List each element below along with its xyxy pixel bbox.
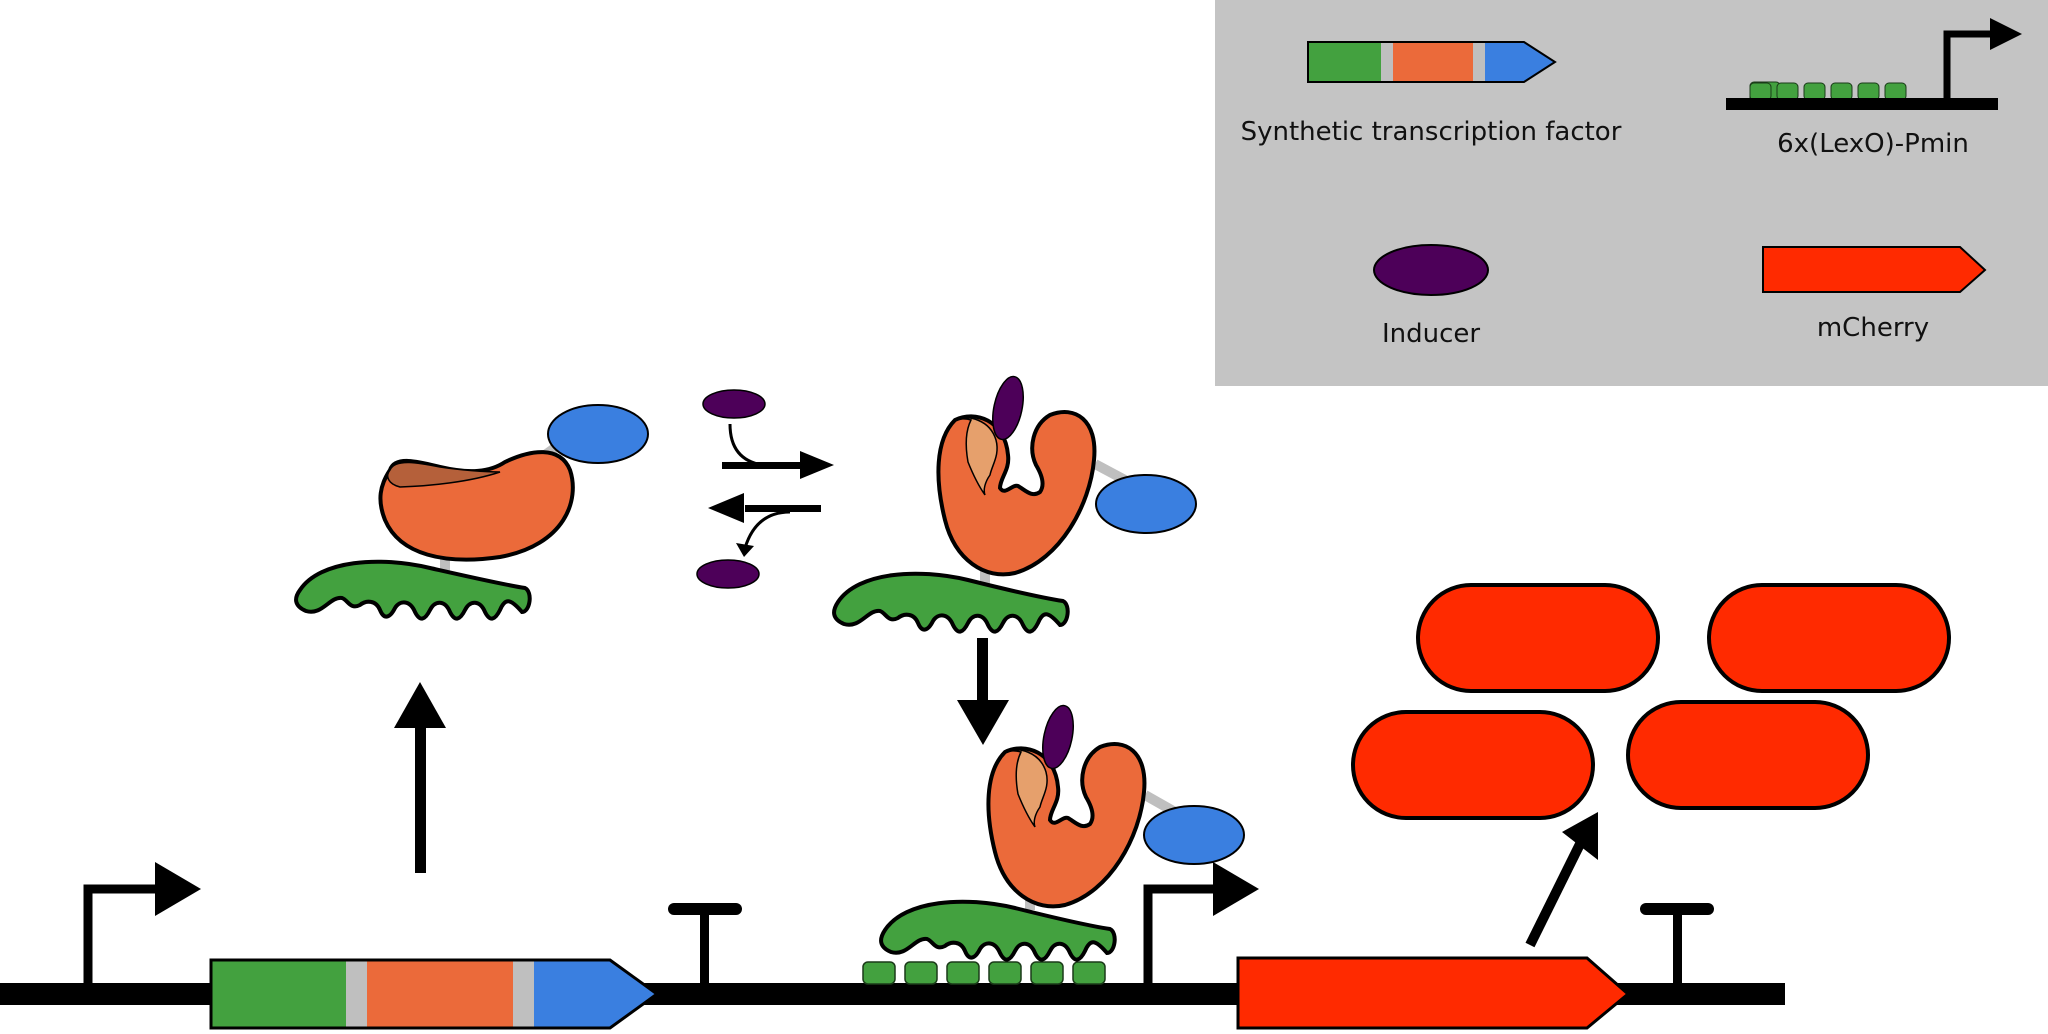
- ligand-pocket-open: [1004, 749, 1048, 828]
- inducer-free-top: [702, 389, 766, 419]
- legend-mcherry-icon: [1762, 246, 1987, 293]
- legend-synthetic-tf-label: Synthetic transcription factor: [1241, 117, 1622, 147]
- mcherry-protein: [1707, 583, 1951, 693]
- terminator-icon: [668, 903, 742, 988]
- dna-binding-domain: [832, 571, 1070, 634]
- ligand-binding-domain: [986, 742, 1147, 909]
- synthetic-tf-active: [832, 375, 1197, 634]
- ligand-pocket-open: [954, 417, 998, 496]
- activation-domain: [1095, 474, 1197, 534]
- legend-inducer-label: Inducer: [1382, 319, 1480, 349]
- bound-inducer: [992, 375, 1024, 441]
- synthetic-tf-bound: [879, 704, 1245, 962]
- binding-arrow: [957, 638, 1009, 745]
- translation-arrow: [1525, 812, 1598, 948]
- inducer-free-bottom: [696, 559, 760, 589]
- legend-synthetic-tf-icon: [1307, 41, 1557, 83]
- terminator-icon: [1640, 903, 1714, 988]
- ligand-pocket-closed: [387, 461, 501, 488]
- operator-box-icon: [862, 961, 1106, 985]
- mcherry-proteins: [1351, 583, 1951, 820]
- legend-promoter-icon: [1726, 18, 2022, 110]
- dna-binding-domain: [879, 899, 1117, 962]
- promoter-arrow-icon: [83, 862, 201, 985]
- activation-domain: [1143, 805, 1245, 865]
- synthetic-tf-gene: [209, 958, 660, 1030]
- ligand-binding-domain: [936, 410, 1097, 577]
- mcherry-protein: [1416, 583, 1660, 693]
- dna-binding-domain: [294, 559, 532, 621]
- expression-arrow: [394, 682, 446, 873]
- bound-inducer: [1042, 704, 1074, 770]
- mcherry-gene: [1236, 956, 1631, 1030]
- synthetic-tf-inactive: [294, 404, 649, 621]
- equilibrium-arrows-icon: [696, 389, 834, 589]
- legend-inducer-icon: [1373, 244, 1489, 296]
- promoter-arrow-icon: [1143, 862, 1259, 985]
- legend-promoter-label: 6x(LexO)-Pmin: [1777, 129, 1969, 159]
- mcherry-protein: [1351, 710, 1595, 820]
- legend-panel: Synthetic transcription factor 6x(LexO)-…: [1215, 0, 2048, 386]
- mcherry-protein: [1626, 700, 1870, 810]
- legend-mcherry-label: mCherry: [1817, 313, 1929, 343]
- activation-domain: [547, 404, 649, 464]
